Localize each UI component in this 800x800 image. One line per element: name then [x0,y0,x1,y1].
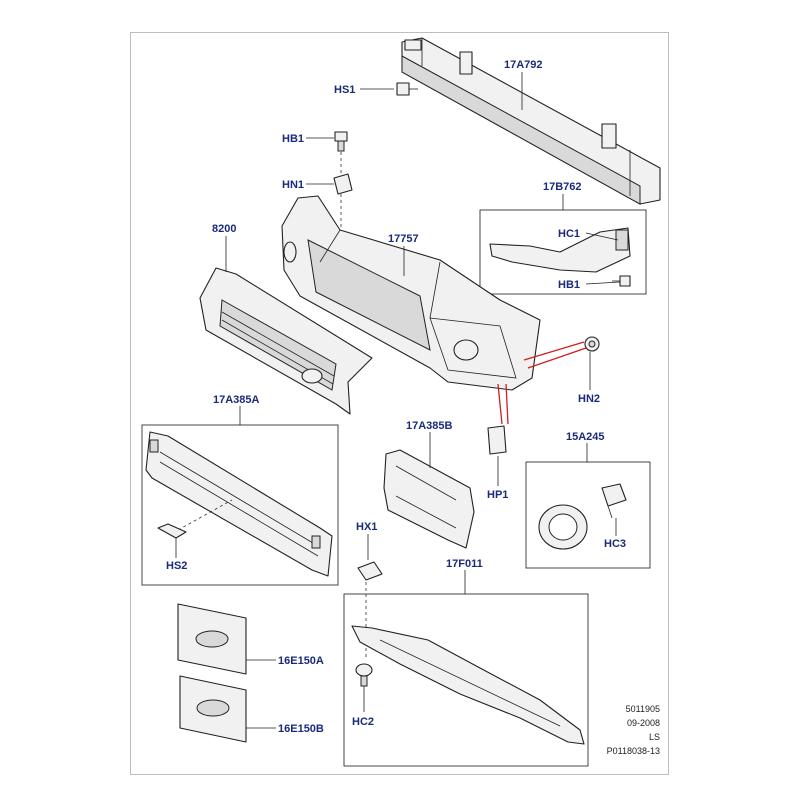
label-17f011: 17F011 [446,558,483,570]
bracket-17b762 [489,227,631,273]
plate-16e150a [177,603,247,675]
nut-hn2 [584,336,600,352]
label-17a385b: 17A385B [406,420,453,432]
bolt-hs1 [396,82,418,96]
label-hp1: HP1 [487,489,508,501]
bracket-17a385b [383,449,475,549]
undershield-17f011 [351,625,585,745]
clip-hx1 [357,561,383,581]
plate-16e150b [179,675,247,743]
grille-8200 [199,267,373,415]
label-hb1-box: HB1 [558,279,580,291]
plate-17a385a [145,431,333,577]
bezel-15a245 [538,504,588,550]
ref-ls: LS [649,732,660,742]
cap-hp1 [487,425,507,455]
clip-hc3 [601,483,627,519]
leader-hp1-a [497,383,503,425]
label-hs2: HS2 [166,560,187,572]
leader-hn2-b [527,347,587,369]
label-hn2: HN2 [578,393,600,405]
ref-code: 5011905 [626,704,660,714]
nut-hn1 [333,173,353,195]
label-hc1: HC1 [558,228,580,240]
ref-date: 09-2008 [627,718,660,728]
clip-hc2 [355,663,373,687]
reinforcement-beam-17a792 [401,37,661,205]
label-hs1: HS1 [334,84,355,96]
label-16e150b: 16E150B [278,723,324,735]
callout-lines [175,72,621,729]
label-hb1-top: HB1 [282,133,304,145]
screw-hs2 [157,523,187,539]
box-17f011 [343,593,589,767]
label-8200: 8200 [212,223,236,235]
label-hn1: HN1 [282,179,304,191]
bolt-hb1-top [334,131,348,152]
label-16e150a: 16E150A [278,655,324,667]
label-15a245: 15A245 [566,431,605,443]
label-hx1: HX1 [356,521,377,533]
label-17a385a: 17A385A [213,394,260,406]
label-17b762: 17B762 [543,181,582,193]
leader-hp1-b [505,383,509,425]
leader-hn2-a [523,341,585,361]
label-hc3: HC3 [604,538,626,550]
label-17757: 17757 [388,233,419,245]
bumper-17757 [281,195,541,391]
bolt-hb1-box [612,275,631,287]
label-hc2: HC2 [352,716,374,728]
ref-illustration-id: P0118038-13 [607,746,660,756]
box-15a245 [525,461,651,569]
label-17a792: 17A792 [504,59,543,71]
